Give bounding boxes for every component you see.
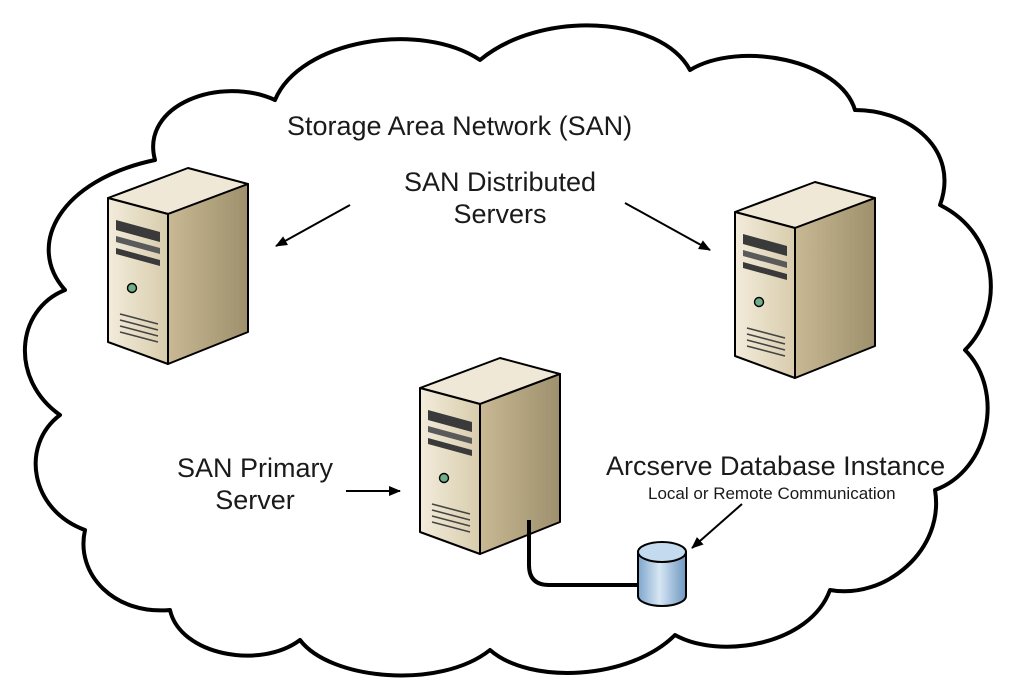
distributed-label-line2: Servers	[453, 199, 547, 230]
primary-label-line1: SAN Primary	[176, 453, 333, 483]
database-cylinder-icon	[637, 541, 687, 607]
primary-label-line2: Server	[215, 485, 295, 516]
distributed-label-line1: SAN Distributed	[403, 167, 597, 197]
distributed-servers-label: SAN Distributed Servers	[355, 166, 645, 231]
distributed-server-right-icon	[734, 181, 876, 379]
arrow-to-database	[691, 503, 743, 549]
arrow-to-right-server	[624, 202, 711, 251]
arrow-to-left-server	[275, 204, 351, 247]
database-instance-title: Arcserve Database Instance	[606, 451, 946, 481]
primary-server-icon	[419, 357, 561, 555]
cloud-outline	[23, 23, 993, 678]
distributed-server-left-icon	[107, 167, 249, 365]
network-title: Storage Area Network (SAN)	[287, 111, 633, 141]
database-instance-subtitle: Local or Remote Communication	[648, 484, 896, 503]
primary-server-label: SAN Primary Server	[142, 452, 368, 517]
database-connection-cable	[527, 520, 638, 587]
